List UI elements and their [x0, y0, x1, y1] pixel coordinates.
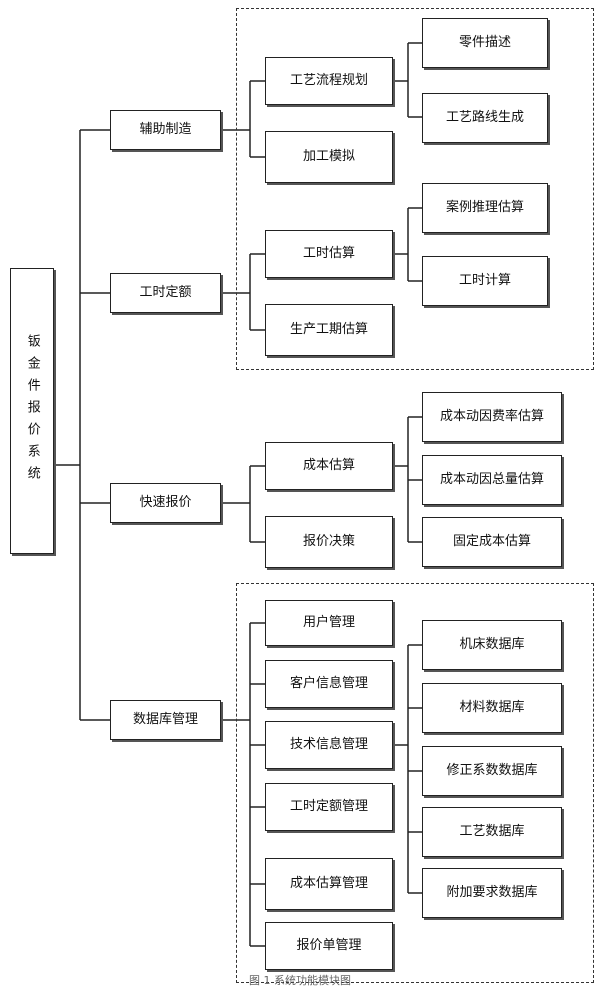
module-auxiliary-manufacturing: 辅助制造: [110, 110, 221, 150]
leaf-cost-driver-rate-estimation: 成本动因费率估算: [422, 392, 562, 442]
node-label: 工时定额管理: [289, 799, 368, 815]
leaf-additional-requirements-database: 附加要求数据库: [422, 868, 562, 918]
leaf-label: 零件描述: [458, 35, 511, 51]
group-frame-database: [236, 583, 594, 983]
node-label: 生产工期估算: [289, 322, 368, 338]
module-label: 工时定额: [139, 285, 192, 301]
module-labor-quota: 工时定额: [110, 273, 221, 313]
node-label: 报价单管理: [296, 938, 362, 954]
node-label: 工艺流程规划: [289, 73, 368, 89]
module-database-management: 数据库管理: [110, 700, 221, 740]
leaf-process-database: 工艺数据库: [422, 807, 562, 857]
node-label: 客户信息管理: [289, 676, 368, 692]
leaf-case-reasoning-estimation: 案例推理估算: [422, 183, 548, 233]
leaf-labor-calculation: 工时计算: [422, 256, 548, 306]
node-machining-simulation: 加工模拟: [265, 131, 393, 183]
leaf-label: 案例推理估算: [445, 200, 524, 216]
leaf-fixed-cost-estimation: 固定成本估算: [422, 517, 562, 567]
node-process-planning: 工艺流程规划: [265, 57, 393, 105]
module-label: 数据库管理: [132, 712, 198, 728]
leaf-label: 附加要求数据库: [446, 885, 538, 901]
node-label: 报价决策: [302, 534, 355, 550]
leaf-label: 工艺数据库: [459, 824, 525, 840]
leaf-material-database: 材料数据库: [422, 683, 562, 733]
node-quote-decision: 报价决策: [265, 516, 393, 568]
node-production-period-estimation: 生产工期估算: [265, 304, 393, 356]
root-label: 钣金件报价系统: [24, 334, 40, 488]
node-label: 加工模拟: [302, 149, 355, 165]
leaf-cost-driver-total-estimation: 成本动因总量估算: [422, 455, 562, 505]
module-label: 快速报价: [139, 495, 192, 511]
node-label: 工时估算: [302, 246, 355, 262]
module-label: 辅助制造: [139, 122, 192, 138]
node-user-management: 用户管理: [265, 600, 393, 646]
leaf-label: 工时计算: [458, 273, 511, 289]
leaf-label: 工艺路线生成: [445, 110, 524, 126]
leaf-part-description: 零件描述: [422, 18, 548, 68]
leaf-route-generation: 工艺路线生成: [422, 93, 548, 143]
node-labor-estimation: 工时估算: [265, 230, 393, 278]
node-cost-estimation-management: 成本估算管理: [265, 858, 393, 910]
node-customer-info-management: 客户信息管理: [265, 660, 393, 708]
root-node: 钣金件报价系统: [10, 268, 54, 554]
leaf-label: 机床数据库: [459, 637, 525, 653]
leaf-correction-factor-database: 修正系数数据库: [422, 746, 562, 796]
figure-caption: 图 1 系统功能模块图: [249, 974, 351, 987]
leaf-label: 成本动因费率估算: [439, 409, 544, 425]
leaf-label: 成本动因总量估算: [439, 472, 544, 488]
node-label: 成本估算: [302, 458, 355, 474]
node-label: 用户管理: [302, 615, 355, 631]
node-label: 成本估算管理: [289, 876, 368, 892]
leaf-label: 修正系数数据库: [446, 763, 538, 779]
leaf-label: 材料数据库: [459, 700, 525, 716]
leaf-machine-tool-database: 机床数据库: [422, 620, 562, 670]
node-cost-estimation: 成本估算: [265, 442, 393, 490]
node-labor-quota-management: 工时定额管理: [265, 783, 393, 831]
leaf-label: 固定成本估算: [452, 534, 531, 550]
node-label: 技术信息管理: [289, 737, 368, 753]
node-quotation-management: 报价单管理: [265, 922, 393, 970]
node-technical-info-management: 技术信息管理: [265, 721, 393, 769]
group-frame-manufacturing-labor: [236, 8, 594, 370]
module-quick-quote: 快速报价: [110, 483, 221, 523]
